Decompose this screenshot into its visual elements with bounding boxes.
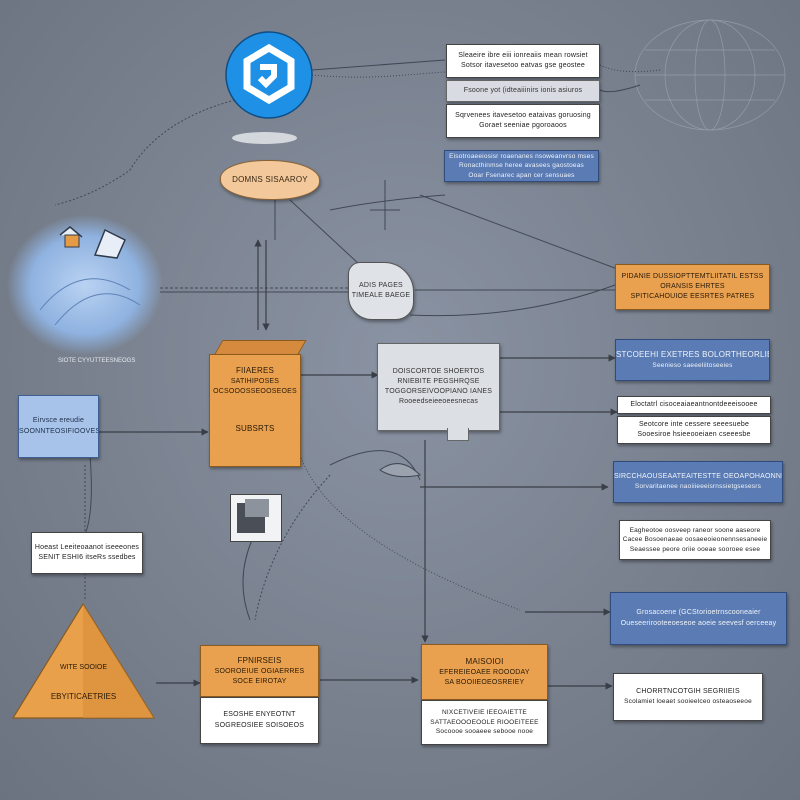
pyramid-line: EBYITICAETRIES	[50, 692, 117, 701]
orange-center-line: FIIAERES	[235, 366, 275, 375]
hub-node-line: ADIS PAGES	[359, 281, 403, 289]
top-stack-line: Sleaeire ibre eiii ionreaiis mean rowsie…	[458, 51, 588, 59]
grey-center-tab	[447, 428, 469, 441]
orange-right-line: PIDANIE DUSSIOPTTEMTLIITATIL ESTSS	[621, 272, 764, 280]
top-stack-middle[interactable]: Fsoone yot (idteaiiinirs ionis asiuros	[446, 80, 600, 102]
globe-graphic	[634, 19, 786, 131]
grey-center-line: DOISCORTOE SHOERTOS	[392, 367, 485, 375]
bottom-right-stack-line: MAISOIOI	[465, 657, 504, 667]
pyramid-line: WITE SOOIOE	[59, 664, 108, 671]
orange-center-line: SATIHIPOSES	[230, 377, 280, 385]
grey-center-line: TOGGORSEIVOOPIANO IANES	[384, 388, 493, 395]
hexagon-logo-icon	[224, 30, 314, 120]
top-stack-bottom[interactable]: Sqrvenees itavesetoo eataivas goruosing …	[446, 104, 600, 138]
top-stack-line: Sotsor itavesetoo eatvas gse geostee	[461, 62, 585, 69]
blue-right-box-2[interactable]: STCOEEHI EXETRES BOLORTHEORLIEHEN Seenie…	[615, 339, 770, 381]
blue-right-5-line: Oueseerirooteeoeseoe aoeie seevesf oerce…	[620, 619, 777, 627]
white-right-6-line: CHORRTNCOTGIH SEGRIIEIS	[636, 688, 740, 696]
orange-center-line: OCSOOOSSEOOSEOES	[213, 387, 297, 395]
bottom-left-stack-line: SOCE EIROTAY	[232, 677, 287, 685]
white-right-4-line: Eagheotoe oosveep raneor soone aaseore	[629, 526, 761, 534]
white-left-line: Hoeast Leeiteoaanot iseeeones	[34, 543, 140, 551]
cloud-bubble-label: DOMNS SISAAROY	[232, 175, 308, 185]
document-thumbnail-icon	[230, 494, 282, 542]
orange-center-box[interactable]: FIIAERES SATIHIPOSES OCSOOOSSEOOSEOES SU…	[209, 354, 301, 467]
blue-right-2-line: Seenieso saeeeliitoseeies	[652, 362, 733, 370]
white-right-box-6[interactable]: CHORRTNCOTGIH SEGRIIEIS Scolamiet loeaet…	[613, 673, 763, 721]
grey-center-line: Rooeedseieeoeesnecas	[398, 398, 479, 406]
blue-top-line: Eisotroaeeiosisr roaenanes nsoweanvrso m…	[449, 152, 594, 160]
grey-center-box[interactable]: DOISCORTOE SHOERTOS RNIEBITE PEGSHRQSE T…	[377, 343, 500, 431]
blue-right-box-3[interactable]: SIRCCHAOUSEAATEAITESTTE OEOAPOHAONNIDS S…	[613, 461, 783, 503]
bottom-right-stack-line: EFEREIEOAEE ROOODAY	[439, 668, 530, 676]
hub-node-line: TIMEALE BAEGE	[351, 292, 411, 299]
white-right-stack-line: Sooesiroe hsieeooeiaen cseeesbe	[637, 431, 751, 438]
bottom-left-stack-line: SOOROEIUE OGIAERRES	[214, 667, 305, 675]
orange-right-line: ORANSIS EHRTES	[660, 282, 725, 290]
orange-center-line: SUBSRTS	[235, 423, 275, 433]
bottom-left-stack-bottom[interactable]: ESOSHE ENYEOTNT SOGREOSIEE SOISOEOS	[200, 697, 319, 744]
lightblue-left-line: Eirvsce ereudie	[32, 417, 85, 425]
white-right-6-line: Scolamiet loeaet sooieelceo osteaoseeoe	[624, 698, 752, 706]
orange-right-box[interactable]: PIDANIE DUSSIOPTTEMTLIITATIL ESTSS ORANS…	[615, 264, 770, 310]
white-right-stack-line: Seotcore inte cessere seeesuebe	[638, 420, 750, 428]
bottom-right-stack-top[interactable]: MAISOIOI EFEREIEOAEE ROOODAY SA BOOIIEOE…	[421, 644, 548, 700]
blue-right-2-line: STCOEEHI EXETRES BOLORTHEORLIEHEN	[616, 350, 769, 360]
white-right-stack-bottom[interactable]: Seotcore inte cessere seeesuebe Sooesiro…	[617, 416, 771, 444]
blue-right-3-line: SIRCCHAOUSEAATEAITESTTE OEOAPOHAONNIDS	[614, 473, 782, 481]
white-right-4-line: Cacee Bosoenaeae oosaeeoieonennsesaneeie	[622, 536, 768, 544]
bottom-right-stack-line: NIXCETIVEIE IEEOAIETTE	[442, 709, 527, 717]
top-stack-header[interactable]: Sleaeire ibre eiii ionreaiis mean rowsie…	[446, 44, 600, 78]
lightblue-left-line: SOONNTEOSIFIOOVES	[19, 427, 98, 435]
orange-right-line: SPITICAHOUIOE EESRTES PATRES	[630, 293, 755, 301]
bottom-right-stack-line: SATTAEOOOEOOLE RIOOEITEEE	[430, 718, 539, 726]
blue-right-3-line: Sorvaritaenee naoiiieeeisrnssietgsesesrs	[634, 483, 762, 491]
top-stack-line: Goraet seeniae pgoroaoos	[479, 122, 567, 129]
white-right-box-4[interactable]: Eagheotoe oosveep raneor soone aaseore C…	[619, 520, 771, 560]
blue-top-box[interactable]: Eisotroaeeiosisr roaenanes nsoweanvrso m…	[444, 150, 599, 182]
blue-top-line: Ronacthinmse heree avasees gaostoeas	[459, 162, 584, 170]
bottom-left-stack-line: SOGREOSIEE SOISOEOS	[214, 721, 305, 729]
logo-shadow	[232, 132, 297, 144]
hub-node[interactable]: ADIS PAGES TIMEALE BAEGE	[348, 262, 414, 320]
white-left-line: SENIT ESHI6 itseRs ssedbes	[38, 554, 136, 561]
bottom-left-stack-line: FPNIRSEIS	[237, 656, 282, 666]
pyramid-graphic[interactable]: WITE SOOIOE EBYITICAETRIES	[11, 602, 156, 720]
cloud-graphic	[7, 215, 163, 355]
top-stack-line: Sqrvenees itavesetoo eataivas goruosing	[455, 111, 591, 119]
cloud-bubble[interactable]: DOMNS SISAAROY	[220, 160, 320, 200]
blue-top-line: Ooar Fsenarec apan cer sensuaes	[468, 171, 575, 179]
white-right-stack-top[interactable]: Eloctatrl cisoceaiaeantnontdeeeisooee	[617, 396, 771, 414]
white-right-stack-line: Eloctatrl cisoceaiaeantnontdeeeisooee	[630, 400, 758, 408]
lightblue-left-box[interactable]: Eirvsce ereudie SOONNTEOSIFIOOVES	[18, 395, 99, 458]
grey-center-line: RNIEBITE PEGSHRQSE	[397, 377, 480, 385]
blue-right-box-5[interactable]: Grosacoene (GCStorioetrnscooneaier Ouese…	[610, 592, 787, 645]
white-right-4-line: Seaessee peore oriie ooeae sooroee esee	[629, 545, 761, 553]
cloud-caption: SIOTE CYYUTTEESNEOGS	[58, 358, 136, 364]
bottom-left-stack-line: ESOSHE ENYEOTNT	[223, 711, 296, 719]
white-left-box[interactable]: Hoeast Leeiteoaanot iseeeones SENIT ESHI…	[31, 532, 143, 574]
bottom-right-stack-bottom[interactable]: NIXCETIVEIE IEEOAIETTE SATTAEOOOEOOLE RI…	[421, 700, 548, 745]
blue-right-5-line: Grosacoene (GCStorioetrnscooneaier	[636, 609, 761, 617]
bottom-right-stack-line: Socoooe sooaeee sebooe nooe	[435, 728, 534, 736]
top-stack-line: Fsoone yot (idteaiiinirs ionis asiuros	[463, 86, 583, 94]
bottom-left-stack-top[interactable]: FPNIRSEIS SOOROEIUE OGIAERRES SOCE EIROT…	[200, 645, 319, 697]
bottom-right-stack-line: SA BOOIIEOEOSREIEY	[444, 678, 525, 686]
